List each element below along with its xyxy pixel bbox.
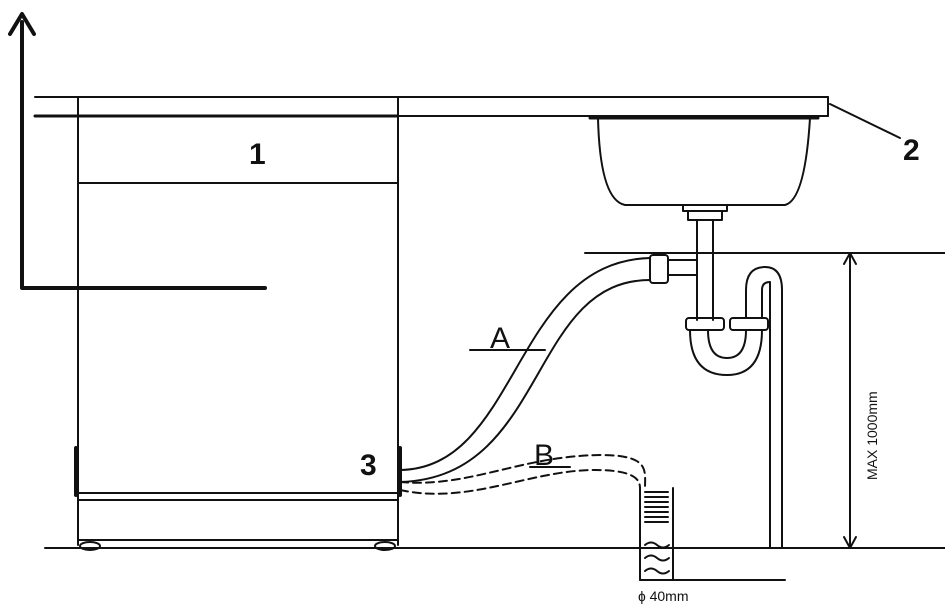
sink-basin — [588, 116, 820, 221]
arrow-head-icon — [8, 12, 36, 36]
height-dimension — [843, 252, 857, 549]
siphon-trap — [685, 219, 783, 549]
max-height-label: MAX 1000mm — [864, 391, 880, 480]
label-3: 3 — [360, 449, 377, 482]
worktop — [34, 96, 829, 117]
label-b: B — [534, 439, 554, 472]
installation-arrow — [20, 20, 267, 290]
drain-hose-b — [399, 454, 647, 495]
hose-connector — [649, 254, 698, 284]
label-a: A — [490, 322, 510, 355]
drain-hose-a — [399, 257, 651, 483]
label-2: 2 — [903, 134, 920, 167]
dishwasher — [33, 96, 402, 551]
diameter-label: ɸ 40mm — [638, 588, 688, 604]
label-1: 1 — [249, 138, 266, 171]
leader-line-2 — [829, 103, 901, 139]
standpipe — [639, 487, 786, 581]
